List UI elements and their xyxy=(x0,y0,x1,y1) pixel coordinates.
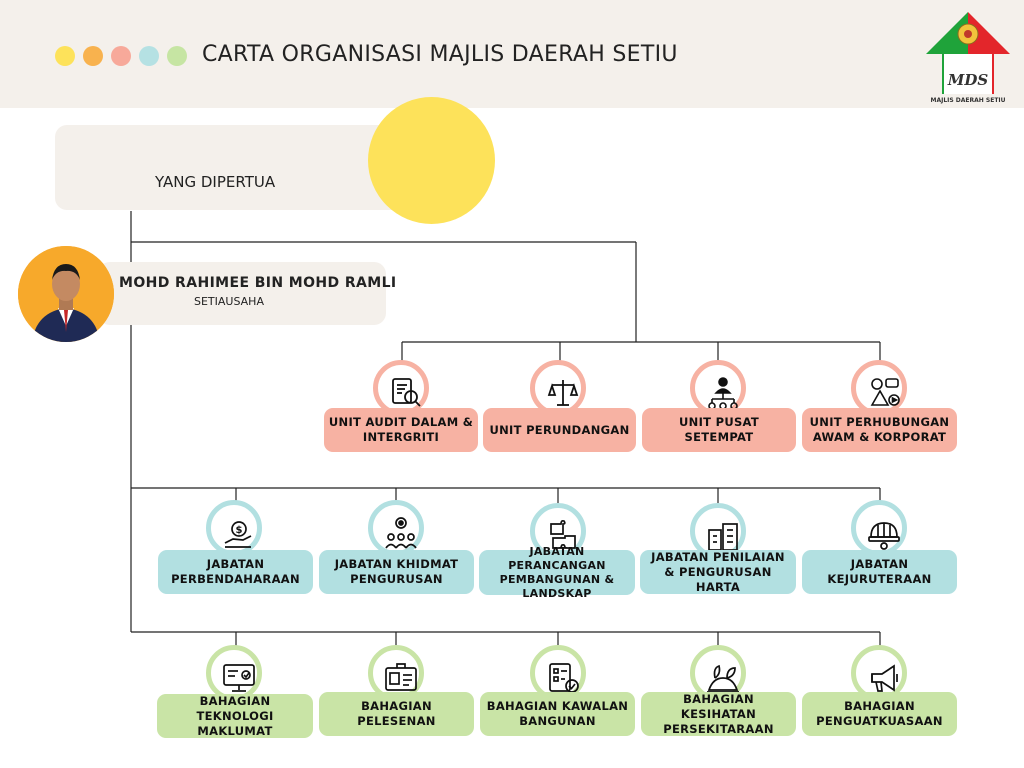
svg-text:$: $ xyxy=(236,525,243,536)
unit-perundangan-box: UNIT PERUNDANGAN xyxy=(483,408,636,452)
yang-dipertua-label: YANG DIPERTUA xyxy=(155,173,276,191)
scales-icon xyxy=(530,360,586,416)
logo-subtext: MAJLIS DAERAH SETIU xyxy=(930,97,1005,104)
dot-salmon xyxy=(111,46,131,66)
secretary-box xyxy=(98,262,386,325)
management-gear-icon xyxy=(368,500,424,556)
jabatan-kejuruteraan-box: JABATAN KEJURUTERAAN xyxy=(802,550,957,594)
unit-perhubungan-box: UNIT PERHUBUNGAN AWAM & KORPORAT xyxy=(802,408,957,452)
page-title: CARTA ORGANISASI MAJLIS DAERAH SETIU xyxy=(202,42,678,67)
dot-yellow xyxy=(55,46,75,66)
header-bar: CARTA ORGANISASI MAJLIS DAERAH SETIU MDS… xyxy=(0,0,1024,108)
bahagian-kawalan-box: BAHAGIAN KAWALAN BANGUNAN xyxy=(480,692,635,736)
jabatan-khidmat-box: JABATAN KHIDMAT PENGURUSAN xyxy=(319,550,474,594)
bahagian-kesihatan-box: BAHAGIAN KESIHATAN PERSEKITARAAN xyxy=(641,692,796,736)
logo-text: MDS xyxy=(947,71,989,89)
hard-hat-icon xyxy=(851,500,907,556)
secretary-photo xyxy=(18,246,114,342)
megaphone-icon xyxy=(851,645,907,701)
jabatan-perancangan-box: JABATAN PERANCANGAN PEMBANGUNAN & LANDSK… xyxy=(479,545,635,600)
unit-audit-box: UNIT AUDIT DALAM & INTERGRITI xyxy=(324,408,478,452)
money-hand-icon: $ xyxy=(206,500,262,556)
mds-logo: MDS MAJLIS DAERAH SETIU xyxy=(926,12,1010,104)
jabatan-perbendaharaan-box: JABATAN PERBENDAHARAAN xyxy=(158,550,313,594)
unit-pusat-setempat-box: UNIT PUSAT SETEMPAT xyxy=(642,408,796,452)
bahagian-teknologi-box: BAHAGIAN TEKNOLOGI MAKLUMAT xyxy=(157,694,313,738)
yang-dipertua-photo-placeholder xyxy=(368,97,495,224)
dot-cyan xyxy=(139,46,159,66)
dot-green xyxy=(167,46,187,66)
jabatan-penilaian-box: JABATAN PENILAIAN & PENGURUSAN HARTA xyxy=(640,550,796,594)
decorative-dots xyxy=(55,46,187,66)
bahagian-pelesenan-box: BAHAGIAN PELESENAN xyxy=(319,692,474,736)
bahagian-penguatkuasaan-box: BAHAGIAN PENGUATKUASAAN xyxy=(802,692,957,736)
dot-orange xyxy=(83,46,103,66)
secretary-role: SETIAUSAHA xyxy=(194,295,264,308)
yang-dipertua-box xyxy=(55,125,420,210)
secretary-name: MOHD RAHIMEE BIN MOHD RAMLI xyxy=(119,275,397,291)
